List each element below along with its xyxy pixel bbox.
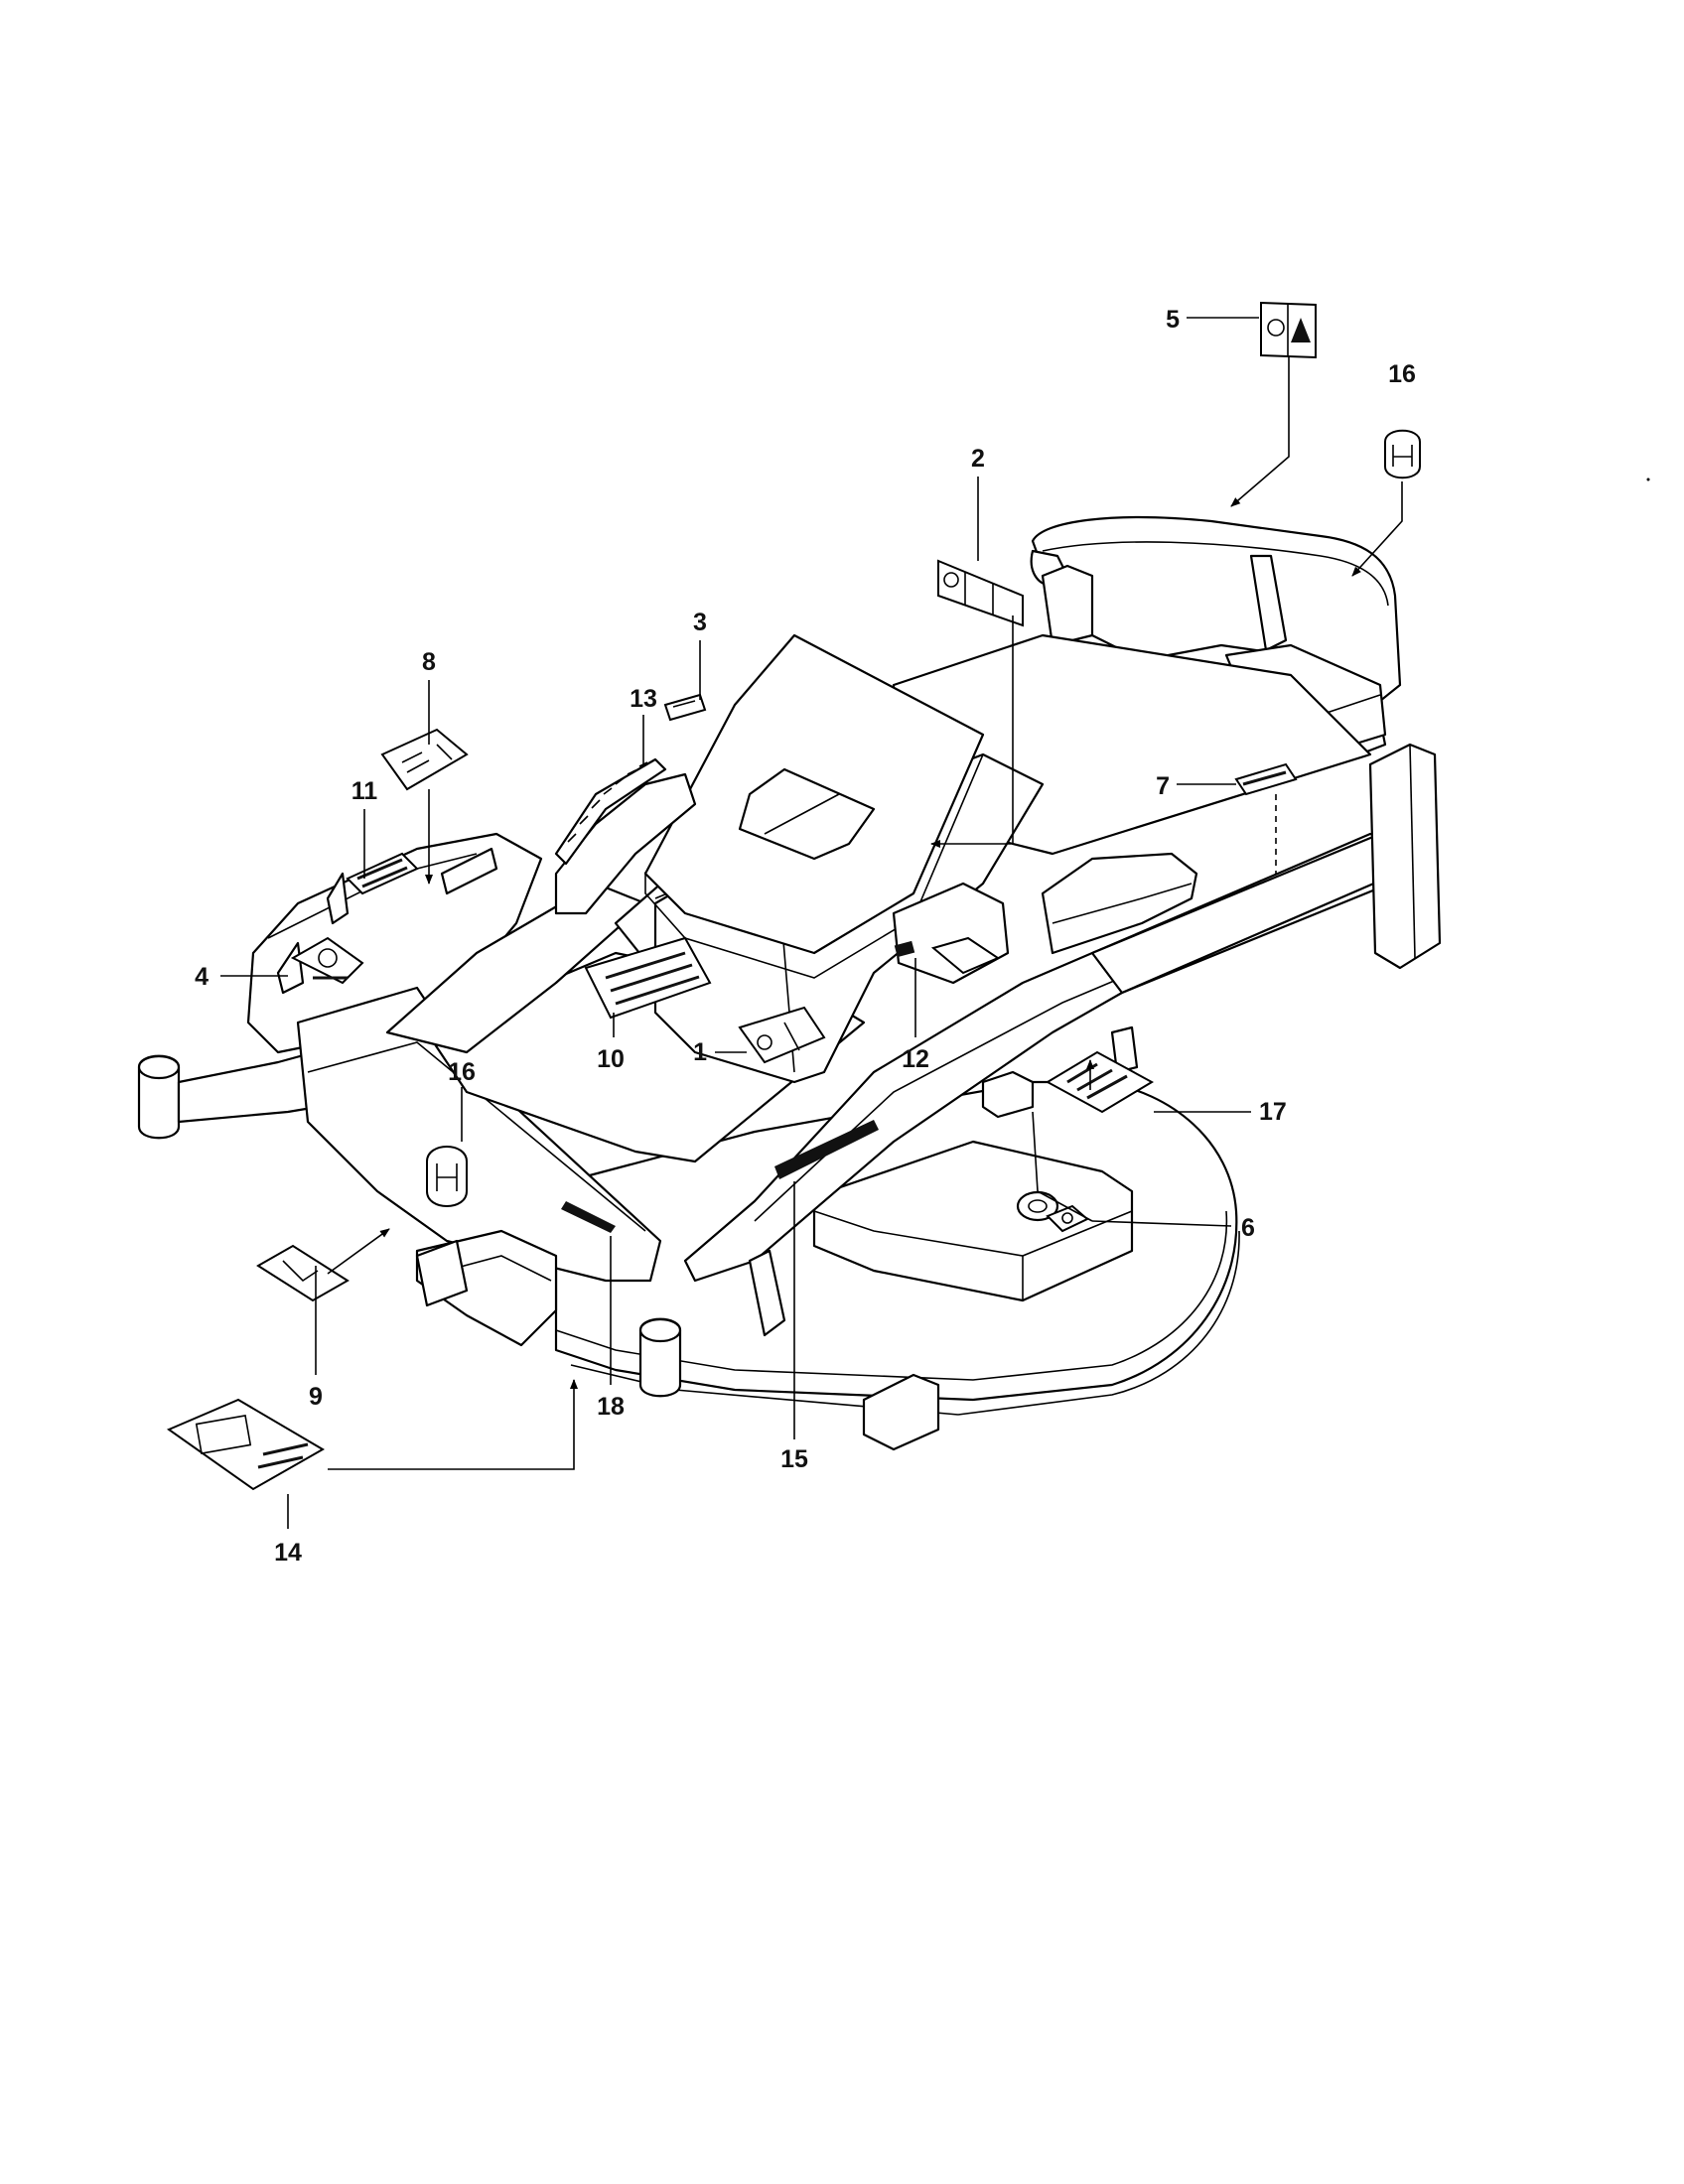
mower-body-illustration [137, 515, 1442, 1451]
callout-15: 15 [780, 1445, 808, 1473]
rear-upright-right [1368, 743, 1442, 970]
decal-5 [1260, 301, 1317, 359]
callout-18: 18 [597, 1393, 625, 1421]
callout-4: 4 [195, 963, 209, 991]
deck-belt-cover [812, 1140, 1134, 1302]
callout-11: 11 [351, 777, 378, 805]
callout-labels: 1 2 3 4 5 6 7 8 9 10 11 12 13 14 15 16 1… [195, 306, 1416, 1567]
callout-10: 10 [597, 1045, 625, 1073]
stray-mark [1646, 478, 1650, 481]
foot-platform [1041, 852, 1198, 955]
front-hanger-right [748, 1249, 786, 1337]
decal-18 [561, 1201, 616, 1233]
decal-set [166, 301, 1421, 1491]
callout-2: 2 [971, 445, 985, 473]
callout-3: 3 [693, 609, 707, 636]
callout-6: 6 [1241, 1214, 1255, 1242]
deck-front-bumper [862, 1373, 940, 1451]
callout-9: 9 [309, 1383, 323, 1411]
leader-lines [220, 317, 1403, 1529]
decal-11 [346, 852, 419, 895]
callout-8: 8 [422, 648, 436, 676]
callout-5: 5 [1166, 306, 1180, 334]
decal-7 [1234, 762, 1298, 796]
decal-3 [663, 693, 707, 722]
decal-10 [584, 936, 712, 1020]
callout-12: 12 [902, 1045, 929, 1073]
deck-side-pad [981, 1070, 1035, 1119]
callout-7: 7 [1156, 772, 1170, 800]
decal-14 [166, 1398, 325, 1491]
front-hanger-left [415, 1239, 469, 1307]
decal-1 [738, 1006, 826, 1064]
callout-17: 17 [1259, 1098, 1287, 1126]
decal-16-lower [426, 1146, 468, 1207]
decal-15 [774, 1120, 879, 1179]
spindle-pulley [1016, 1190, 1059, 1222]
callout-14: 14 [274, 1539, 302, 1567]
left-control-console [554, 772, 697, 915]
fender-bulkhead [1249, 554, 1288, 652]
decal-4 [290, 936, 364, 985]
decal-8 [380, 728, 469, 791]
decal-2 [937, 559, 1024, 627]
callout-16-lower: 16 [448, 1058, 476, 1086]
height-adjust-ratchet [554, 757, 667, 866]
callout-13: 13 [630, 685, 657, 713]
callout-16-upper: 16 [1388, 360, 1416, 388]
callout-1: 1 [693, 1038, 707, 1066]
decal-12 [894, 936, 1001, 975]
seat-cutout [738, 767, 876, 861]
decal-16-upper [1384, 429, 1421, 479]
decal-9 [256, 1244, 350, 1302]
